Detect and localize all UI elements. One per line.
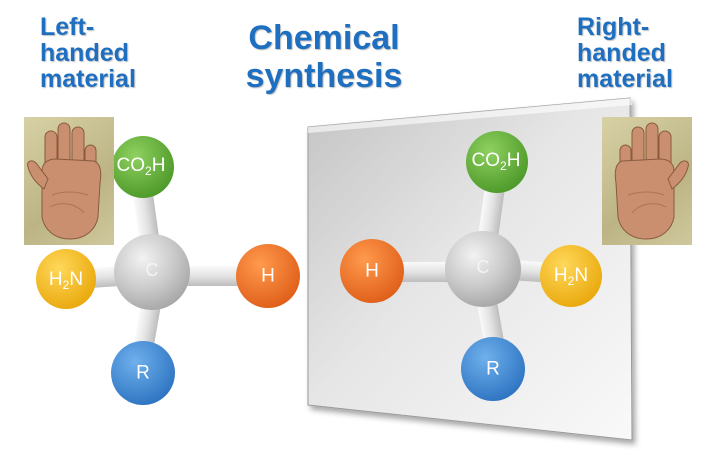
right-r-group-label: R (486, 359, 500, 380)
left-carboxyl-atom (112, 136, 174, 198)
left-title-line-2: handed (40, 39, 129, 67)
left-carboxyl-label: CO2H (117, 155, 166, 179)
mirror-edge-highlight (308, 98, 632, 133)
right-molecule: CO2H H H2N R C (340, 131, 602, 401)
right-handed-title: Right- handed material (577, 14, 717, 92)
left-amine-atom (36, 249, 96, 309)
main-title-line-2: synthesis (245, 57, 403, 95)
right-amine-atom (540, 245, 602, 307)
right-bond-left (400, 262, 455, 282)
right-title-line-2: handed (577, 39, 666, 67)
right-hand-icon (614, 122, 689, 240)
right-hydrogen-label: H (365, 261, 379, 282)
right-carboxyl-label: CO2H (472, 150, 521, 174)
main-title-line-1: Chemical (248, 19, 400, 57)
right-r-group-atom (461, 337, 525, 401)
left-r-group-label: R (136, 363, 150, 384)
left-carbon-atom (114, 234, 190, 310)
left-handed-title: Left- handed material (40, 14, 190, 92)
right-carbon-label: C (477, 257, 490, 277)
left-hydrogen-label: H (261, 266, 275, 287)
right-hand-photo (602, 117, 692, 245)
left-amine-label: H2N (49, 269, 83, 293)
right-carbon-atom (445, 231, 521, 307)
left-hand-icon (27, 122, 102, 240)
left-title-line-1: Left- (40, 13, 95, 41)
right-hydrogen-atom (340, 239, 404, 303)
chemical-synthesis-title: Chemical synthesis (218, 19, 430, 95)
right-title-line-3: material (577, 65, 673, 93)
left-hydrogen-atom (236, 244, 300, 308)
right-title-line-1: Right- (577, 13, 650, 41)
left-carbon-label: C (146, 260, 159, 280)
left-bond-right (180, 266, 250, 286)
right-carboxyl-atom (466, 131, 528, 193)
left-hand-photo (24, 117, 114, 245)
left-molecule: CO2H H2N H R C (36, 136, 300, 405)
left-bond-top (131, 184, 161, 248)
left-title-line-3: material (40, 65, 136, 93)
left-r-group-atom (111, 341, 175, 405)
right-amine-label: H2N (554, 265, 588, 289)
